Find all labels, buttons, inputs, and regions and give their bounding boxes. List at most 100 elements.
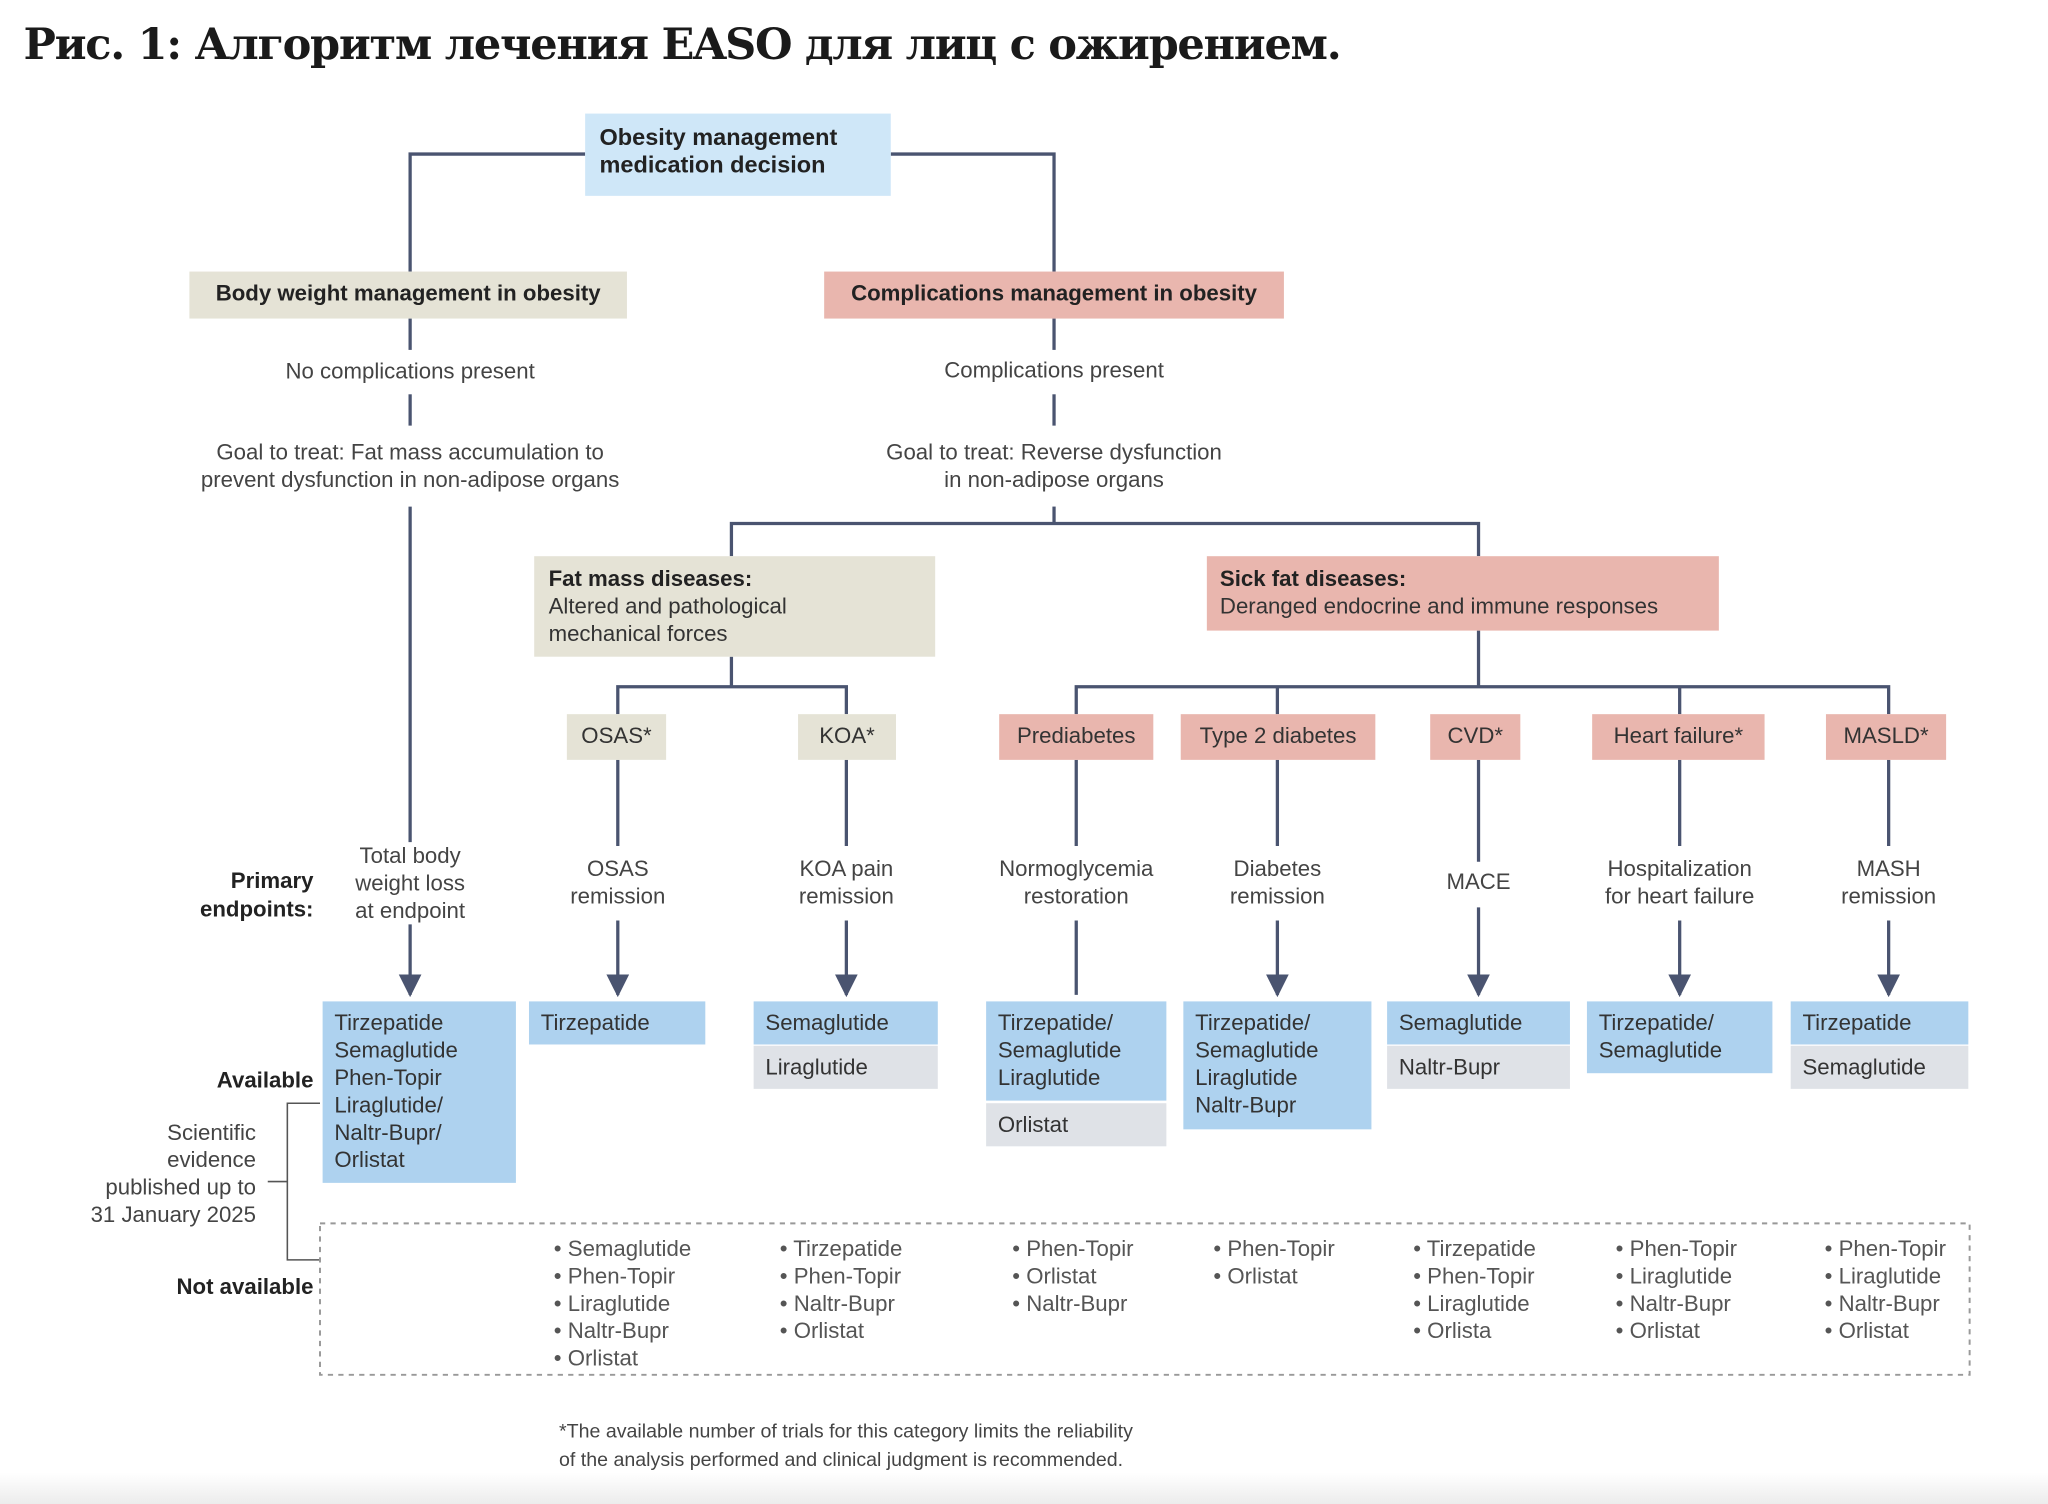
evidence-note: Scientific evidence published up to 31 J… [91, 1119, 256, 1229]
condition-koa: KOA* [798, 714, 896, 760]
drug: Tirzepatide/ [1598, 1010, 1714, 1036]
drug: Liraglutide [997, 1065, 1101, 1091]
drug: Phen-Topir [1616, 1235, 1737, 1262]
drug: Liraglutide/ [334, 1092, 443, 1118]
available-koa: Semaglutide [753, 1001, 938, 1045]
endpoint-line: remission [1841, 883, 1937, 909]
fat-mass-line-2: mechanical forces [548, 621, 728, 647]
endpoint-line: remission [1229, 883, 1325, 909]
not-available-cvd: TirzepatidePhen-TopirLiraglutideOrlista [1413, 1235, 1536, 1345]
drug: Semaglutide [1598, 1037, 1723, 1063]
not-available-type-2-diabetes: Phen-TopirOrlistat [1213, 1235, 1334, 1290]
drug: Tirzepatide/ [997, 1010, 1114, 1036]
goal-line-1: Goal to treat: Fat mass accumulation to [216, 439, 604, 465]
drug: Orlistat [780, 1317, 903, 1344]
drug: Orlistat [1012, 1263, 1133, 1290]
goal-line-1: Goal to treat: Reverse dysfunction [886, 439, 1222, 465]
complications-present-text: Complications present [944, 356, 1164, 384]
fat-mass-line-1: Altered and pathological [548, 594, 787, 619]
drug: Semaglutide [1195, 1037, 1319, 1063]
drug: Orlistat [1825, 1317, 1946, 1344]
fat-mass-diseases-box: Fat mass diseases: Altered and pathologi… [534, 556, 936, 657]
root-line-2: medication decision [599, 151, 826, 178]
evidence-line: published up to [105, 1175, 256, 1200]
endpoint-line: Total body [359, 843, 461, 869]
available-cvd: Semaglutide [1387, 1001, 1570, 1045]
drug: Tirzepatide/ [1195, 1010, 1311, 1036]
footnote: *The available number of trials for this… [559, 1418, 1133, 1475]
label-line: Primary [230, 868, 314, 894]
endpoint-line: for heart failure [1604, 883, 1755, 909]
condition-cvd: CVD* [1430, 714, 1521, 760]
evidence-line: evidence [167, 1147, 256, 1173]
available-heart-failure: Tirzepatide/Semaglutide [1586, 1001, 1773, 1074]
drug: Phen-Topir [1825, 1235, 1946, 1262]
drug: Orlistat [554, 1345, 691, 1372]
drug: Phen-Topir [1012, 1235, 1133, 1262]
drug: Semaglutide [554, 1235, 691, 1262]
drug: Liraglutide [1825, 1263, 1946, 1290]
not-available-koa: TirzepatidePhen-TopirNaltr-BuprOrlistat [780, 1235, 903, 1345]
drug: Liraglutide [1195, 1065, 1298, 1091]
condition-heart-failure: Heart failure* [1592, 714, 1765, 760]
not-available-label: Not available [176, 1274, 314, 1300]
condition-prediabetes: Prediabetes [999, 714, 1154, 760]
fat-mass-heading: Fat mass diseases: [548, 566, 753, 592]
available-osas: Tirzepatide [528, 1001, 706, 1045]
drug: Semaglutide [334, 1037, 458, 1063]
root-line-1: Obesity management [599, 124, 838, 151]
available-masld-secondary: Semaglutide [1790, 1045, 1969, 1089]
condition-osas: OSAS* [566, 714, 667, 760]
drug: Tirzepatide [1413, 1235, 1536, 1262]
endpoint-line: remission [570, 883, 666, 909]
endpoint-line: at endpoint [355, 898, 466, 924]
endpoint-line: OSAS [586, 856, 649, 882]
drug: Phen-Topir [1213, 1235, 1334, 1262]
endpoint-line: remission [798, 883, 894, 909]
complications-management-box: Complications management in obesity [824, 271, 1284, 319]
drug: Liraglutide [1413, 1290, 1536, 1317]
goal-line-2: prevent dysfunction in non-adipose organ… [200, 467, 620, 493]
body-weight-management-box: Body weight management in obesity [189, 271, 627, 319]
drug: Orlistat [334, 1147, 405, 1173]
available-koa-secondary: Liraglutide [753, 1045, 938, 1089]
not-available-masld: Phen-TopirLiraglutideNaltr-BuprOrlistat [1825, 1235, 1946, 1345]
not-available-heart-failure: Phen-TopirLiraglutideNaltr-BuprOrlistat [1616, 1235, 1737, 1345]
evidence-line: Scientific [167, 1120, 256, 1146]
not-available-osas: SemaglutidePhen-TopirLiraglutideNaltr-Bu… [554, 1235, 691, 1372]
drug: Naltr-Bupr [1195, 1092, 1297, 1118]
drug: Tirzepatide [334, 1010, 444, 1036]
endpoint-line: Normoglycemia [999, 856, 1154, 882]
drug: Phen-Topir [554, 1263, 691, 1290]
drug: Naltr-Bupr [1616, 1290, 1737, 1317]
drug: Naltr-Bupr [1825, 1290, 1946, 1317]
drug: Orlistat [1213, 1263, 1334, 1290]
root-decision-box: Obesity management medication decision [585, 113, 891, 196]
goal-line-2: in non-adipose organs [944, 467, 1164, 493]
drug: Phen-Topir [780, 1263, 903, 1290]
drug: Naltr-Bupr [1012, 1290, 1133, 1317]
endpoint-line: restoration [1023, 883, 1129, 909]
evidence-line: 31 January 2025 [90, 1202, 256, 1228]
endpoint-cvd: MACE [1446, 868, 1511, 896]
bottom-fade [0, 1472, 2048, 1504]
available-masld: Tirzepatide [1790, 1001, 1969, 1045]
footnote-line: of the analysis performed and clinical j… [559, 1449, 1124, 1472]
drug: Naltr-Bupr/ [334, 1120, 442, 1146]
drug: Naltr-Bupr [780, 1290, 903, 1317]
drug: Orlista [1413, 1317, 1536, 1344]
label-line: endpoints: [199, 896, 314, 922]
condition-masld: MASLD* [1825, 714, 1947, 760]
drug: Phen-Topir [334, 1065, 442, 1091]
endpoint-line: weight loss [355, 870, 466, 896]
